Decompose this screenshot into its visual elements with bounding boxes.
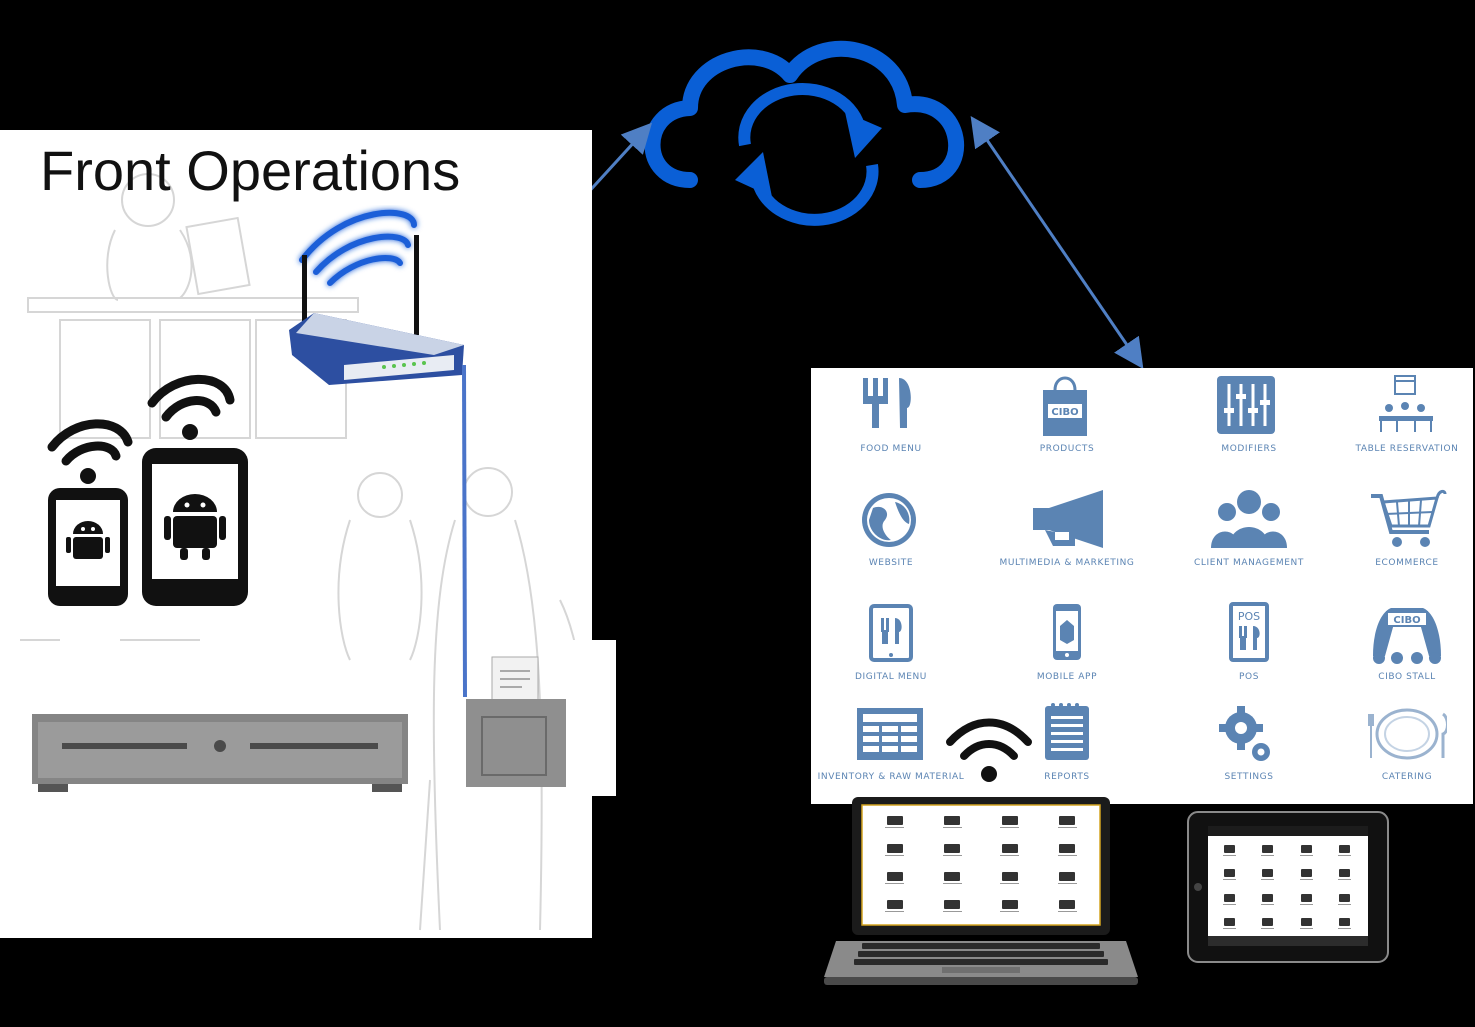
mini-tile (1287, 838, 1326, 863)
tablet-screen-dashboard (1210, 838, 1364, 936)
tile-label: ECOMMERCE (1375, 558, 1439, 568)
pos-icon: POS (1229, 602, 1269, 662)
tile-label: PRODUCTS (1039, 444, 1095, 454)
dashboard-tile-multimedia-marketing[interactable]: MULTIMEDIA & MARKETING (987, 486, 1147, 568)
mini-tile (1210, 912, 1249, 937)
cloud-dashboard-panel: FOOD MENU CIBO PRODUCTS MODIFIERS TABLE RESE… (811, 368, 1473, 804)
dashboard-tile-modifiers[interactable]: MODIFIERS (1169, 372, 1329, 454)
android-phones-icon (47, 374, 248, 606)
tile-label: MODIFIERS (1221, 444, 1277, 454)
mini-tile (1210, 838, 1249, 863)
front-operations-title: Front Operations (40, 139, 461, 202)
mini-tile (1249, 887, 1288, 912)
globe-icon (862, 493, 916, 547)
mini-tile (981, 836, 1039, 864)
dashboard-tile-food-menu[interactable]: FOOD MENU (811, 372, 971, 454)
catering-icon (1368, 708, 1447, 760)
stall-tile-text: CIBO (1393, 615, 1420, 626)
restaurant-sketch-background (20, 173, 591, 931)
gears-icon (1219, 706, 1270, 761)
sliders-icon (1217, 376, 1275, 434)
dashboard-tile-digital-menu[interactable]: DIGITAL MENU (811, 600, 971, 682)
mini-tile (1287, 863, 1326, 888)
mini-tile (1326, 863, 1365, 888)
tile-label: DIGITAL MENU (854, 672, 927, 682)
mini-tile (1326, 838, 1365, 863)
table-reservation-icon (1379, 375, 1433, 432)
dashboard-tile-table-reservation[interactable]: TABLE RESERVATION (1327, 372, 1475, 454)
cash-drawer-icon (32, 714, 408, 792)
laptop-screen-dashboard (866, 808, 1096, 920)
stall-icon: CIBO (1373, 608, 1441, 664)
cloud-dashboard-link (970, 116, 1144, 369)
receipt-printer-icon (466, 656, 566, 787)
mini-tile (866, 836, 924, 864)
mini-tile (866, 864, 924, 892)
mini-tile (1039, 864, 1097, 892)
mini-tile (1249, 838, 1288, 863)
mini-tile (866, 892, 924, 920)
tile-label: TABLE RESERVATION (1355, 444, 1459, 454)
dashboard-tile-inventory-raw-material[interactable]: INVENTORY & RAW MATERIAL (811, 700, 971, 782)
mini-tile (981, 864, 1039, 892)
tile-label: REPORTS (1044, 772, 1090, 782)
cart-icon (1371, 489, 1447, 547)
wifi-router-icon (289, 209, 464, 385)
tablet-menu-icon (869, 604, 913, 662)
front-operations-panel (0, 130, 592, 938)
dashboard-tile-settings[interactable]: SETTINGS (1169, 700, 1329, 782)
dashboard-tile-reports[interactable]: REPORTS (987, 700, 1147, 782)
mini-tile (866, 808, 924, 836)
tile-label: INVENTORY & RAW MATERIAL (817, 772, 965, 782)
shopping-bag-icon: CIBO (1043, 376, 1087, 436)
mini-tile (1249, 863, 1288, 888)
tile-label: CATERING (1381, 772, 1433, 782)
mini-tile (1039, 808, 1097, 836)
tile-label: FOOD MENU (860, 444, 922, 454)
dashboard-tile-client-management[interactable]: CLIENT MANAGEMENT (1169, 486, 1329, 568)
mini-tile (981, 808, 1039, 836)
mobile-app-icon (1053, 604, 1081, 660)
megaphone-icon (1033, 490, 1103, 548)
fork-knife-icon (863, 378, 911, 428)
people-icon (1211, 490, 1287, 548)
mini-tile (1249, 912, 1288, 937)
inventory-icon (857, 708, 923, 760)
tile-label: CLIENT MANAGEMENT (1194, 558, 1304, 568)
reports-icon (1045, 703, 1089, 760)
dashboard-tile-website[interactable]: WEBSITE (811, 486, 971, 568)
cloud-sync-icon (644, 41, 965, 226)
mini-tile (924, 892, 982, 920)
mini-tile (1210, 887, 1249, 912)
pos-tile-text: POS (1238, 610, 1260, 623)
mini-tile (1210, 863, 1249, 888)
dashboard-tile-pos[interactable]: POS POS (1169, 600, 1329, 682)
wifi-icon (946, 718, 1032, 782)
mini-tile (1039, 836, 1097, 864)
mini-tile (924, 808, 982, 836)
mini-tile (924, 864, 982, 892)
tile-label: MOBILE APP (1036, 672, 1098, 682)
tile-label: MULTIMEDIA & MARKETING (999, 558, 1135, 568)
mini-tile (1287, 887, 1326, 912)
dashboard-tile-mobile-app[interactable]: MOBILE APP (987, 600, 1147, 682)
dashboard-tile-catering[interactable]: CATERING (1327, 700, 1475, 782)
mini-tile (981, 892, 1039, 920)
tile-label: SETTINGS (1224, 772, 1274, 782)
mini-tile (924, 836, 982, 864)
mini-tile (1287, 912, 1326, 937)
tile-label: CIBO STALL (1378, 672, 1436, 682)
tile-label: POS (1238, 672, 1260, 682)
dashboard-tile-cibo-stall[interactable]: CIBO CIBO STALL (1327, 600, 1475, 682)
ethernet-cable (462, 365, 467, 698)
dashboard-tile-products[interactable]: CIBO PRODUCTS (987, 372, 1147, 454)
mini-tile (1326, 887, 1365, 912)
dashboard-tile-ecommerce[interactable]: ECOMMERCE (1327, 486, 1475, 568)
bag-brand-text: CIBO (1051, 407, 1078, 418)
mini-tile (1326, 912, 1365, 937)
tile-label: WEBSITE (868, 558, 914, 568)
mini-tile (1039, 892, 1097, 920)
